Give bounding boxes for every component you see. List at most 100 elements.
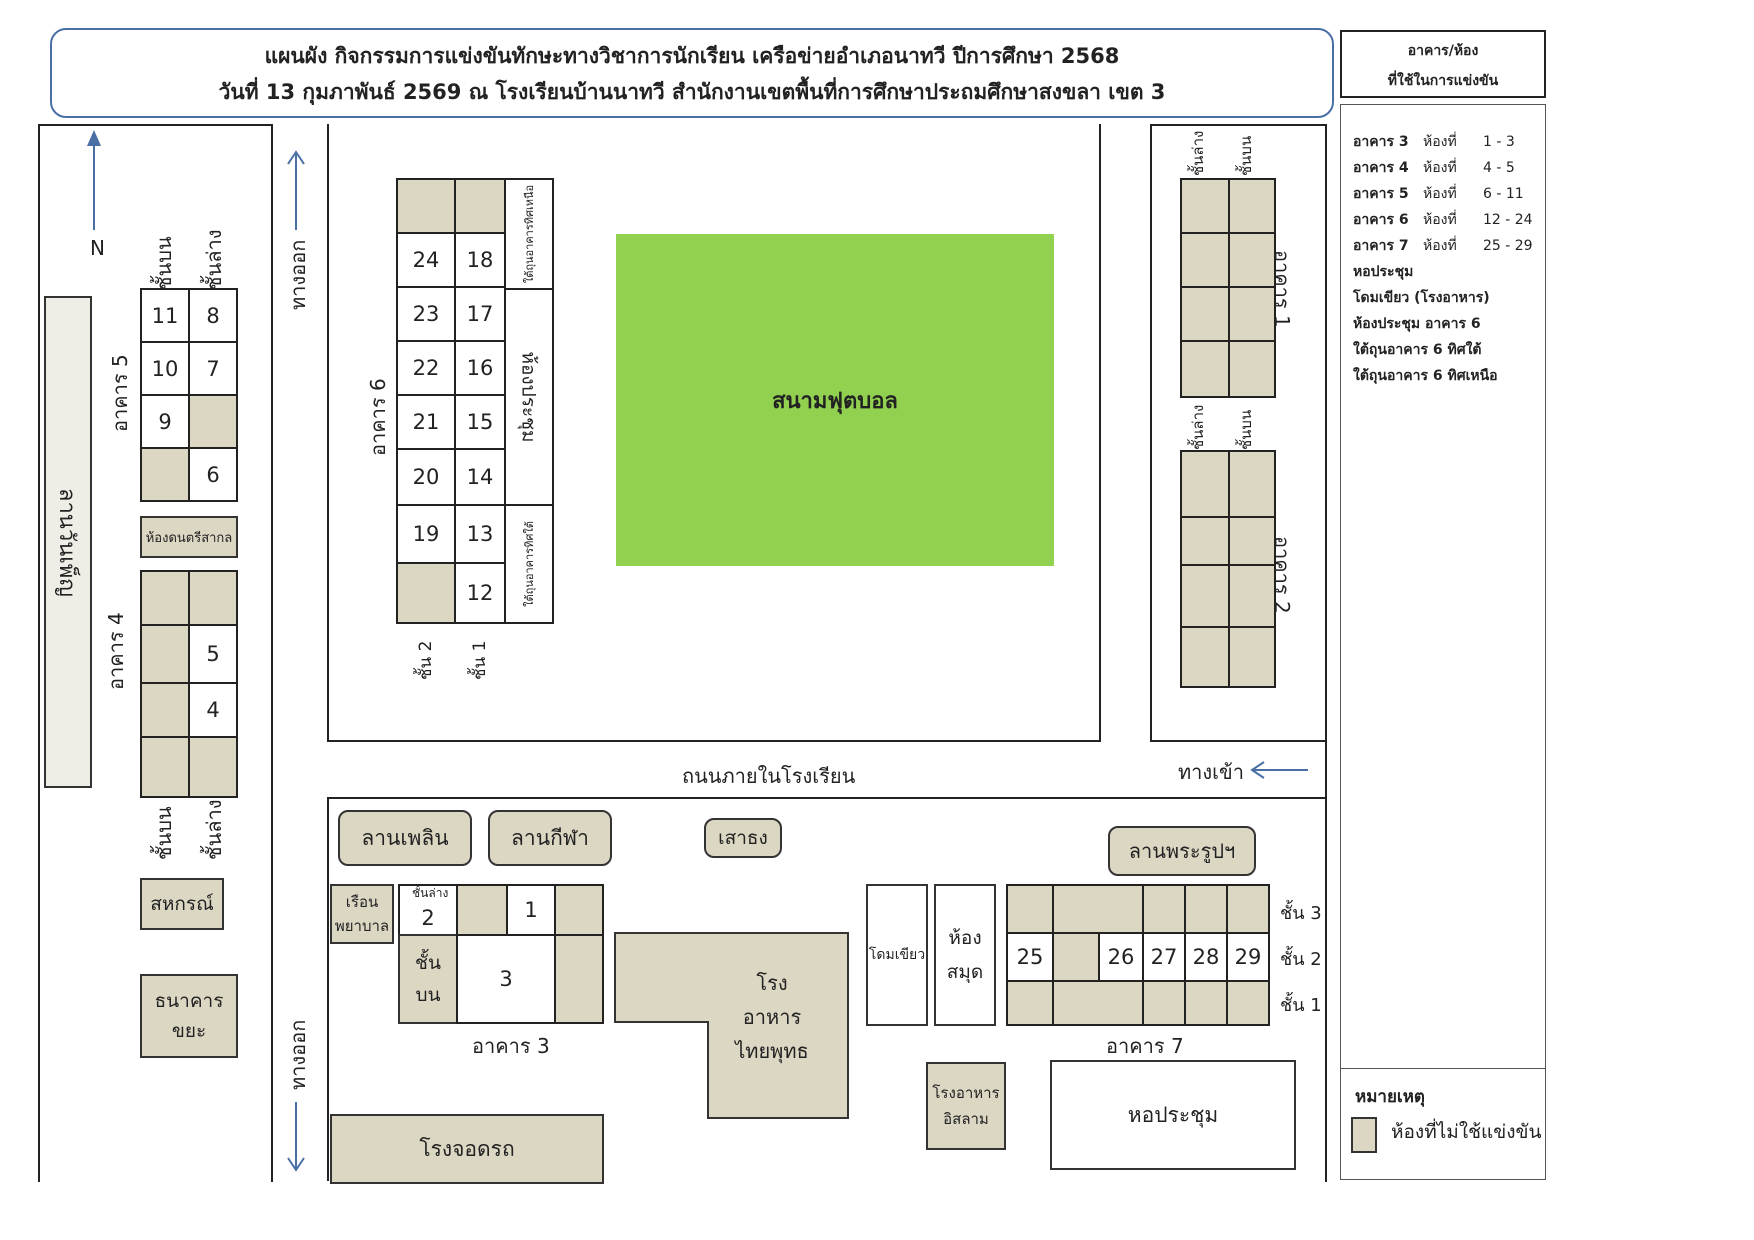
unused-room	[188, 394, 238, 449]
legend-building: อาคาร 3	[1353, 134, 1409, 150]
south-under-label: ใต้ถุนอาคารทิศใต้	[523, 521, 537, 607]
unused-room	[140, 682, 190, 738]
legend-room-word: ห้องที่	[1423, 238, 1457, 254]
room-3: 3	[456, 934, 556, 1024]
room-20: 20	[396, 448, 456, 506]
room-16: 16	[454, 340, 506, 396]
building2-label: อาคาร 2	[1270, 536, 1294, 614]
room-13: 13	[454, 504, 506, 564]
note-title: หมายเหตุ	[1355, 1087, 1425, 1107]
legend-extra: ใต้ถุนอาคาร 6 ทิศเหนือ	[1353, 368, 1498, 384]
map-top-line-left	[38, 124, 272, 126]
unused-room	[1180, 178, 1230, 234]
legend-range: 6 - 11	[1483, 186, 1524, 202]
unused-room	[1180, 286, 1230, 342]
unused-room	[1052, 980, 1144, 1026]
unused-room	[140, 570, 190, 626]
legend-extra: โดมเขียว (โรงอาหาร)	[1353, 290, 1490, 306]
assembly-hall: หอประชุม	[1050, 1060, 1296, 1170]
building3-upper-label: ชั้น บน	[415, 952, 441, 1006]
room-28: 28	[1184, 932, 1228, 982]
room-21: 21	[396, 394, 456, 450]
football-field-label: สนามฟุตบอล	[772, 388, 898, 414]
legend-room-word: ห้องที่	[1423, 134, 1457, 150]
unused-room-swatch	[1351, 1117, 1377, 1153]
south-area-top-line	[327, 797, 1326, 799]
room-22: 22	[396, 340, 456, 396]
room-27: 27	[1142, 932, 1186, 982]
south-area-left-line	[327, 797, 329, 1181]
east-area-left-line	[1150, 124, 1152, 742]
lan-wan-phen: ลานวันเพ็ญ	[44, 296, 92, 788]
building2-upper-label: ชั้นบน	[1237, 409, 1255, 450]
room-6: 6	[188, 447, 238, 502]
map-title: แผนผัง กิจกรรมการแข่งขันทักษะทางวิชาการน…	[50, 28, 1334, 118]
exit-bottom-label: ทางออก	[286, 1019, 310, 1090]
sidebar-header: อาคาร/ห้อง ที่ใช้ในการแข่งขัน	[1340, 30, 1546, 98]
room-29: 29	[1226, 932, 1270, 982]
sidebar-header-line-2: ที่ใช้ในการแข่งขัน	[1387, 73, 1499, 89]
unused-room	[1228, 564, 1276, 628]
unused-room	[396, 178, 456, 234]
building3-lower-label: ชั้นล่าง	[412, 886, 449, 900]
inner-road-label: ถนนภายในโรงเรียน	[682, 764, 856, 788]
legend-building: อาคาร 7	[1353, 238, 1409, 254]
lan-kila: ลานกีฬา	[488, 810, 612, 866]
room-9: 9	[140, 394, 190, 449]
room-11: 11	[140, 288, 190, 343]
legend-extra: ห้องประชุม อาคาร 6	[1353, 316, 1481, 332]
legend-extra: หอประชุม	[1353, 264, 1414, 280]
building6-floor1-label: ชั้น 1	[470, 640, 490, 680]
lan-wan-phen-label: ลานวันเพ็ญ	[54, 487, 80, 597]
field-area-left-line	[327, 124, 329, 742]
legend-range: 4 - 5	[1483, 160, 1515, 176]
room-23: 23	[396, 286, 456, 342]
legend-room-word: ห้องที่	[1423, 186, 1457, 202]
legend-room-word: ห้องที่	[1423, 160, 1457, 176]
unused-room	[188, 736, 238, 798]
sidebar-header-line-1: อาคาร/ห้อง	[1407, 43, 1479, 59]
legend-range: 12 - 24	[1483, 212, 1533, 228]
room-24: 24	[396, 232, 456, 288]
room-14: 14	[454, 448, 506, 506]
building5-upper-label: ชั้นบน	[152, 236, 176, 290]
unused-room	[1052, 932, 1100, 982]
room-19: 19	[396, 504, 456, 564]
room-12: 12	[454, 562, 506, 624]
building6-floor2-label: ชั้น 2	[416, 640, 436, 680]
unused-room	[1228, 626, 1276, 688]
building1-label: อาคาร 1	[1270, 250, 1294, 328]
building5-label: อาคาร 5	[108, 354, 132, 432]
unused-room	[1228, 340, 1276, 398]
nurse-room-label: เรือน พยาบาล	[334, 893, 390, 935]
unused-room	[188, 570, 238, 626]
building7-floor1-label: ชั้น 1	[1280, 995, 1322, 1016]
title-line-1: แผนผัง กิจกรรมการแข่งขันทักษะทางวิชาการน…	[264, 44, 1120, 68]
unused-room	[1180, 516, 1230, 566]
legend-building: อาคาร 6	[1353, 212, 1409, 228]
unused-room	[454, 178, 506, 234]
unused-room	[1180, 564, 1230, 628]
room-1: 1	[506, 884, 556, 936]
unused-room	[1006, 884, 1054, 934]
east-area-top-line	[1150, 124, 1326, 126]
note-box: หมายเหตุ ห้องที่ไม่ใช้แข่งขัน	[1340, 1068, 1546, 1180]
lan-phra-roop: ลานพระรูปฯ	[1108, 826, 1256, 876]
library: ห้อง สมุด	[934, 884, 996, 1026]
entrance-arrow-icon	[1250, 761, 1308, 779]
football-field: สนามฟุตบอล	[616, 234, 1054, 566]
lan-ploen: ลานเพลิน	[338, 810, 472, 866]
building4-lower-label: ชั้นล่าง	[202, 799, 226, 861]
field-area-bottom-line	[327, 740, 1101, 742]
building6-label: อาคาร 6	[366, 378, 390, 456]
parking-garage: โรงจอดรถ	[330, 1114, 604, 1184]
map-left-line	[38, 124, 40, 1182]
canteen-thai-label: โรงอาหาร ไทยพุทธ	[735, 971, 809, 1063]
room-18: 18	[454, 232, 506, 288]
unused-room	[1142, 980, 1186, 1026]
road-line	[271, 124, 273, 1182]
unused-room	[1142, 884, 1186, 934]
building1-lower-label: ชั้นล่าง	[1189, 130, 1207, 176]
